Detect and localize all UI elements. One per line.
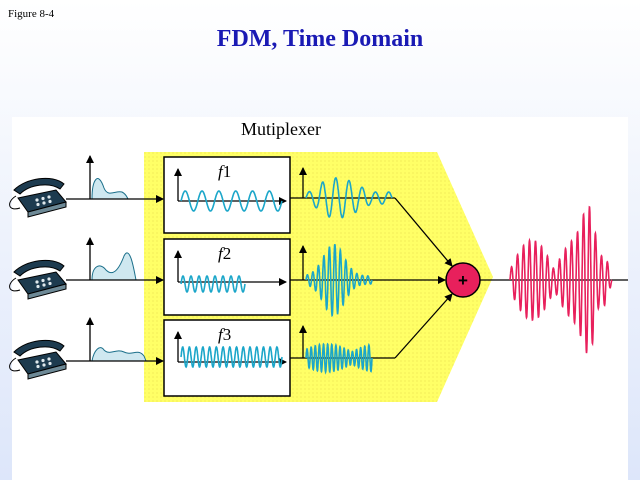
input-signal-2	[91, 252, 137, 281]
input-signal-3	[91, 347, 147, 362]
input-signal-1	[91, 178, 129, 200]
modulator-box-1	[163, 156, 291, 234]
modulated-signal-2	[305, 243, 373, 318]
telephone-icon	[9, 339, 67, 380]
carrier-wave-1	[180, 190, 283, 212]
frequency-label-3: f3	[218, 325, 232, 344]
modulated-signal-3	[305, 342, 373, 375]
adder-symbol: +	[458, 271, 468, 290]
telephone-icon	[9, 259, 67, 300]
frequency-label-2: f2	[218, 244, 232, 263]
modulated-signal-1	[305, 177, 393, 219]
telephone-icon	[9, 177, 67, 218]
modulator-box-2	[163, 238, 291, 316]
adder-circle	[445, 262, 481, 298]
composite-output-signal	[509, 205, 613, 354]
carrier-wave-2	[180, 275, 246, 293]
page-title: FDM, Time Domain	[216, 26, 424, 52]
figure-label: Figure 8-4	[8, 8, 55, 20]
carrier-wave-3	[180, 345, 283, 369]
frequency-label-1: f1	[218, 162, 232, 181]
multiplexer-label: Mutiplexer	[241, 119, 321, 139]
